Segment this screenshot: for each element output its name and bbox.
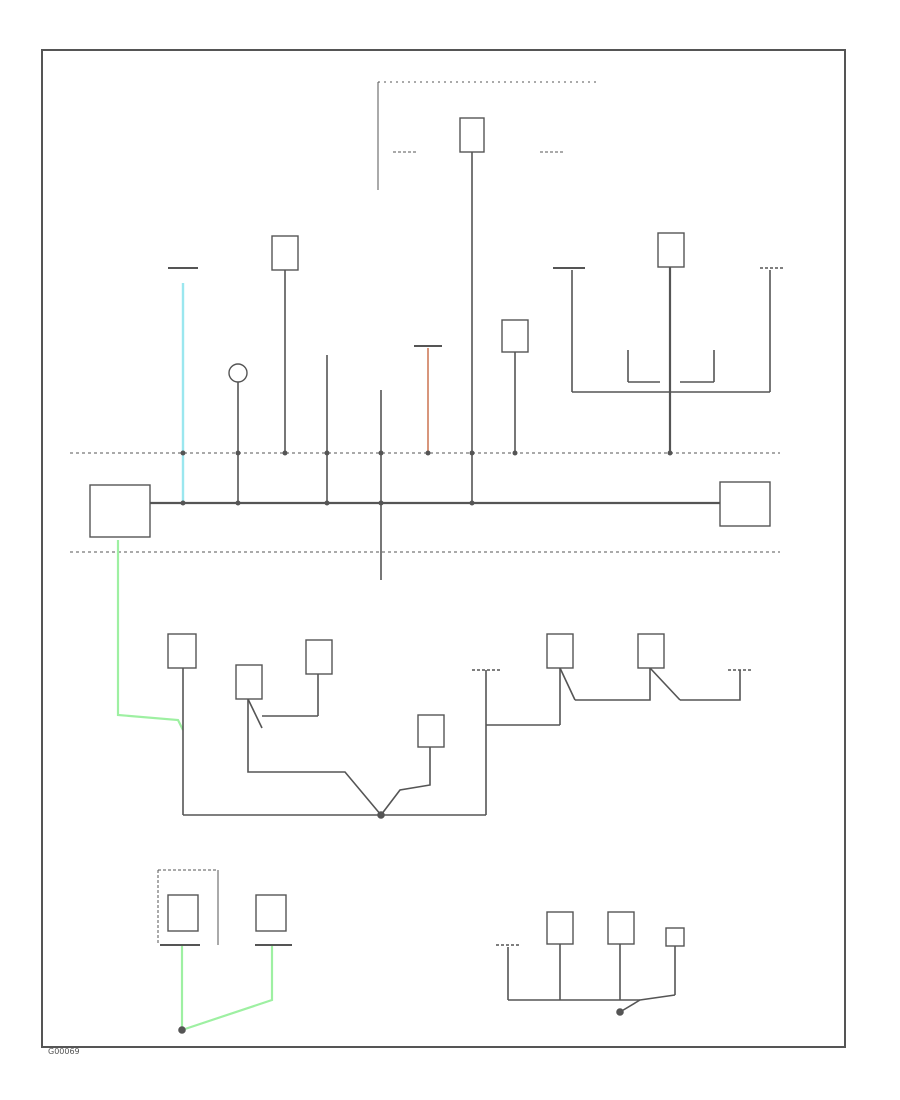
component-box-10 xyxy=(305,639,333,675)
component-box-13 xyxy=(637,633,665,669)
component-box-15 xyxy=(255,894,287,932)
component-box-2 xyxy=(271,235,299,271)
diagram-stamp: G00069 xyxy=(48,1047,80,1056)
upper-wires xyxy=(168,152,529,580)
component-box-17 xyxy=(607,911,635,945)
bus-dividers xyxy=(70,452,780,553)
ground-node-left xyxy=(178,1026,186,1034)
ground-node-center xyxy=(377,811,385,819)
bottom-right-cluster xyxy=(496,911,685,1016)
component-box-6 xyxy=(501,319,529,353)
component-box-18 xyxy=(665,927,685,947)
left-module xyxy=(89,484,151,538)
diagram-frame xyxy=(41,49,846,1048)
component-box-9 xyxy=(235,664,263,700)
bottom-left-cluster xyxy=(157,869,292,1034)
top-module-connector xyxy=(459,117,485,153)
top-module xyxy=(377,81,600,190)
right-module xyxy=(719,481,771,527)
lamp-symbol xyxy=(228,363,248,383)
upper-right-cluster xyxy=(553,232,785,453)
component-box-16 xyxy=(546,911,574,945)
ground-node-right xyxy=(616,1008,624,1016)
component-box-14 xyxy=(167,894,199,932)
component-box-7 xyxy=(657,232,685,268)
lower-wires xyxy=(116,540,752,819)
component-box-8 xyxy=(167,633,197,669)
component-box-12 xyxy=(546,633,574,669)
splice-dots xyxy=(180,450,673,506)
component-box-11 xyxy=(417,714,445,748)
